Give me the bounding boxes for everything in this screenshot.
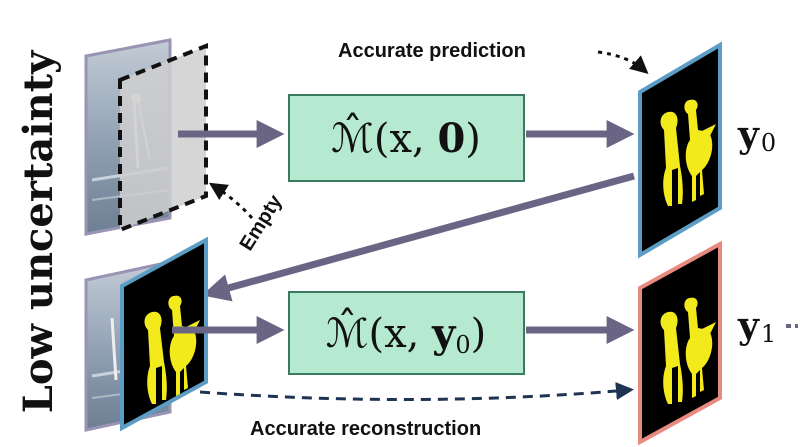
side-label: Low uncertainty xyxy=(15,49,62,413)
model-bottom-sub: 0 xyxy=(455,331,470,359)
model-bottom-main: ℳ̂(x, xyxy=(326,308,432,357)
empty-label-arrow xyxy=(208,182,254,219)
empty-label: Empty xyxy=(236,190,288,254)
model-box-bottom xyxy=(288,291,525,375)
bottom-input-mask-layer xyxy=(120,236,208,432)
arrow-output-to-bottom-input xyxy=(201,172,635,302)
model-box-top xyxy=(288,94,525,182)
model-top-label: ℳ̂(x, 0) xyxy=(331,113,481,162)
model-bottom-label: ℳ̂(x, y0) xyxy=(326,308,487,359)
y1-sub: 1 xyxy=(761,320,776,348)
empty-channel-layer xyxy=(118,43,208,233)
model-top-close: ) xyxy=(465,116,481,162)
model-top-main: ℳ̂(x, xyxy=(331,113,437,162)
y0-label: y0 xyxy=(737,114,776,157)
accurate-prediction-arrow xyxy=(597,50,649,74)
output-mask-bottom xyxy=(638,240,722,446)
y1-label: y1 xyxy=(737,305,776,348)
accurate-prediction-label: Accurate prediction xyxy=(338,40,526,62)
accurate-reconstruction-arrow xyxy=(199,382,634,402)
y1-base: y xyxy=(737,305,760,347)
output-mask-top xyxy=(638,41,722,259)
model-bottom-close: ) xyxy=(471,311,487,357)
accurate-reconstruction-label: Accurate reconstruction xyxy=(250,418,481,440)
model-top-bold: 0 xyxy=(437,115,465,162)
model-bottom-bold: y xyxy=(431,310,457,357)
y0-sub: 0 xyxy=(761,129,776,157)
y0-base: y xyxy=(737,114,760,156)
